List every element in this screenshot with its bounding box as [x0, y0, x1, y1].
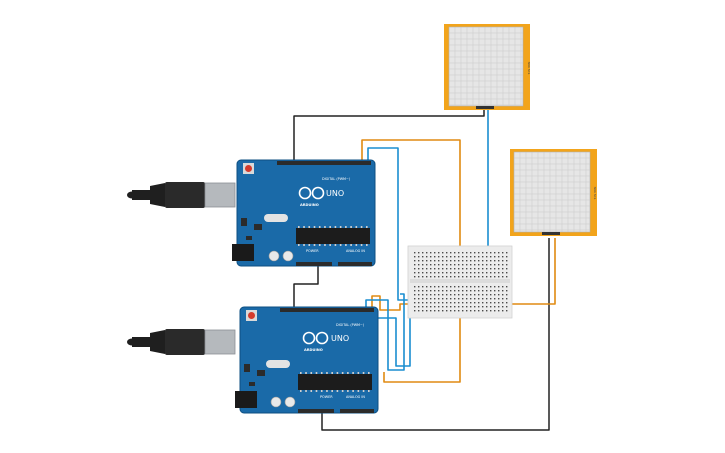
board-model-top: UNO	[326, 189, 344, 198]
breadboard-holes	[414, 252, 508, 312]
analog-header-bottom	[340, 409, 374, 413]
chip-pins-bottom	[300, 372, 370, 392]
analog-label-bottom: ANALOG IN	[346, 395, 365, 399]
usb-cable-body-bottom	[165, 329, 205, 355]
power-label-top: POWER	[306, 249, 319, 253]
capacitor-bottom-2	[284, 396, 296, 408]
wire-black-top-board-to-top-module[interactable]	[293, 110, 485, 160]
module-top-grid	[449, 27, 523, 106]
wire-blue-bottom-board-b[interactable]	[375, 296, 411, 367]
module-right-screen	[513, 151, 591, 233]
usb-cable-top	[127, 182, 236, 208]
module-right-grid	[514, 152, 590, 232]
crystal-bottom	[266, 360, 290, 368]
wire-blue-bottom-board[interactable]	[365, 293, 405, 371]
module-top[interactable]: SDA SCL	[444, 24, 531, 110]
digital-header-bottom	[280, 308, 374, 312]
chip-pins-top	[298, 226, 368, 246]
usb-connector-metal-bottom	[204, 329, 236, 355]
wires	[293, 110, 556, 431]
usb-cable-bottom	[127, 329, 236, 355]
reset-button-top-cap[interactable]	[245, 165, 252, 172]
power-header-top	[296, 262, 332, 266]
power-jack-top	[232, 244, 254, 261]
reset-button-bottom-cap[interactable]	[248, 312, 255, 319]
capacitor-bottom-1	[270, 396, 282, 408]
module-right-pin-strip	[542, 232, 560, 235]
arduino-top[interactable]: DIGITAL (PWM~) UNO ARDUINO POWER ANALOG …	[127, 159, 376, 267]
arduino-logo-top	[298, 186, 325, 200]
board-brand-top: ARDUINO	[300, 203, 319, 207]
digital-header-top	[277, 161, 371, 165]
digital-label-top: DIGITAL (PWM~)	[322, 177, 351, 181]
analog-label-top: ANALOG IN	[346, 249, 365, 253]
atmega-chip-top	[296, 228, 370, 244]
digital-label-bottom: DIGITAL (PWM~)	[336, 323, 365, 327]
usb-connector-metal-top	[204, 182, 236, 208]
board-brand-bottom: ARDUINO	[304, 348, 323, 352]
module-top-side-label: SDA SCL	[527, 62, 531, 75]
analog-header-top	[338, 262, 372, 266]
board-model-bottom: UNO	[331, 334, 349, 343]
module-right-side-label: SDA SCL	[593, 187, 597, 200]
power-jack-bottom	[235, 391, 257, 408]
arduino-bottom[interactable]: DIGITAL (PWM~) UNO ARDUINO POWER ANALOG …	[127, 306, 379, 414]
atmega-chip-bottom	[298, 374, 372, 390]
capacitor-top-2	[282, 250, 294, 262]
breadboard[interactable]	[407, 245, 513, 319]
module-top-pin-strip	[476, 106, 494, 109]
power-label-bottom: POWER	[320, 395, 333, 399]
usb-cable-body-top	[165, 182, 205, 208]
module-right[interactable]: SDA SCL	[510, 149, 597, 236]
breadboard-channel	[410, 279, 510, 283]
wire-black-board-to-board[interactable]	[293, 266, 319, 308]
capacitor-top-1	[268, 250, 280, 262]
power-header-bottom	[298, 409, 334, 413]
wire-black-bottom-board-to-right-module[interactable]	[321, 238, 550, 431]
arduino-logo-bottom	[302, 331, 329, 345]
crystal-top	[264, 214, 288, 222]
